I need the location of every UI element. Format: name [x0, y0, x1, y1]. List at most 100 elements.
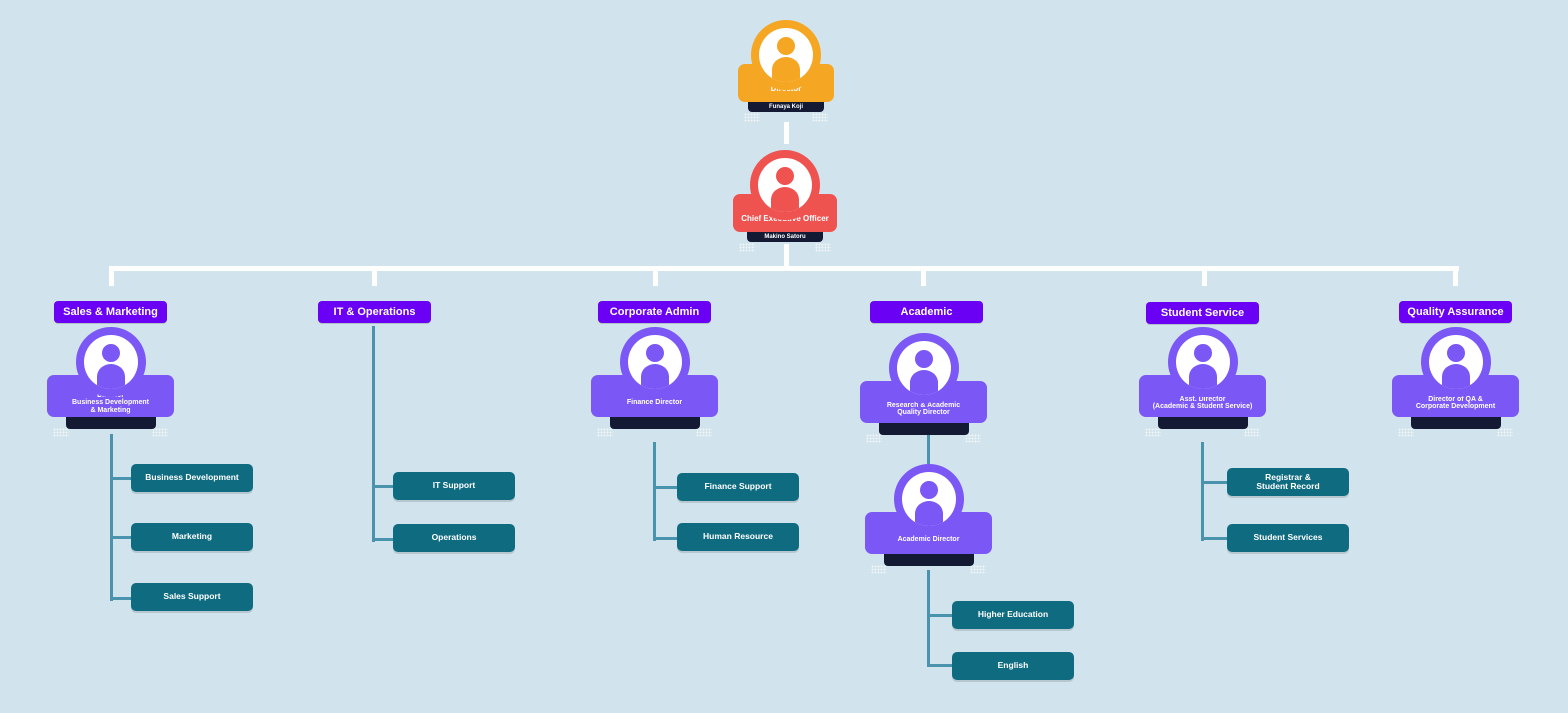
connector-corp-vertical [653, 442, 656, 541]
connector-student-branch-2 [1201, 537, 1227, 540]
avatar [758, 158, 812, 212]
avatar-frame [888, 333, 959, 403]
person-icon [1446, 344, 1465, 362]
avatar [83, 335, 138, 389]
connector-drop-corp [653, 266, 658, 286]
person-icon-body [909, 370, 938, 395]
avatar-frame [893, 464, 964, 534]
unit-higher-education: Higher Education [952, 601, 1074, 629]
dots-decoration [1497, 428, 1513, 437]
connector-drop-it [372, 266, 377, 286]
dots-decoration [1398, 428, 1414, 437]
person-icon [101, 344, 120, 362]
avatar-frame [75, 327, 146, 397]
connector-research-academic [927, 434, 930, 464]
person-icon-body [914, 501, 943, 526]
nameplate [609, 417, 700, 429]
person-icon [1193, 344, 1212, 362]
nameplate: Funaya Koji [748, 102, 824, 112]
nameplate [1157, 417, 1248, 429]
unit-it-support: IT Support [393, 472, 515, 500]
person-icon-body [772, 57, 800, 82]
nameplate [65, 417, 156, 429]
dots-decoration [965, 434, 981, 443]
connector-student-branch-1 [1201, 481, 1227, 484]
connector-drop-qa [1453, 266, 1458, 286]
person-icon-body [640, 364, 669, 389]
nameplate [883, 554, 974, 566]
manager-card-finance: Finance Director [591, 327, 718, 437]
person-icon-body [1441, 364, 1470, 389]
nameplate [1410, 417, 1501, 429]
person-icon [914, 350, 933, 368]
connector-corp-branch-1 [653, 486, 677, 489]
person-icon-body [96, 364, 125, 389]
manager-card-research: Research & Academic Quality Director [860, 333, 987, 443]
manager-card-qa: Director of QA & Corporate Development [1392, 327, 1519, 437]
dept-quality-assurance: Quality Assurance [1399, 301, 1512, 323]
dept-sales-marketing: Sales & Marketing [54, 301, 167, 323]
person-icon [776, 167, 794, 185]
avatar-frame [619, 327, 690, 397]
connector-sales-branch-2 [110, 536, 132, 539]
dots-decoration [744, 113, 760, 122]
connector-sales-branch-3 [110, 597, 132, 600]
unit-human-resource: Human Resource [677, 523, 799, 551]
dots-decoration [970, 565, 986, 574]
dept-corporate-admin: Corporate Admin [598, 301, 711, 323]
connector-it-branch-2 [372, 538, 394, 541]
dots-decoration [739, 243, 755, 252]
connector-sales-branch-1 [110, 477, 132, 480]
dots-decoration [53, 428, 69, 437]
dots-decoration [696, 428, 712, 437]
connector-academic-vertical [927, 570, 930, 667]
unit-student-services: Student Services [1227, 524, 1349, 552]
dots-decoration [1145, 428, 1161, 437]
avatar [759, 28, 813, 82]
avatar [896, 341, 951, 395]
dept-academic: Academic [870, 301, 983, 323]
dots-decoration [866, 434, 882, 443]
connector-student-vertical [1201, 442, 1204, 541]
person-icon [777, 37, 795, 55]
avatar [901, 472, 956, 526]
nameplate [878, 423, 969, 435]
director-card: DirectorFunaya Koji [738, 20, 834, 122]
connector-it-vertical [372, 326, 375, 542]
unit-finance-support: Finance Support [677, 473, 799, 501]
dept-it-operations: IT & Operations [318, 301, 431, 323]
unit-operations: Operations [393, 524, 515, 552]
dept-student-service: Student Service [1146, 302, 1259, 324]
unit-sales-support: Sales Support [131, 583, 253, 611]
avatar-frame [1167, 327, 1238, 397]
connector-ceo-down [784, 244, 789, 268]
nameplate: Makino Satoru [747, 232, 823, 242]
dots-decoration [812, 113, 828, 122]
person-icon-body [771, 187, 799, 212]
dots-decoration [597, 428, 613, 437]
connector-main-horizontal [109, 266, 1459, 271]
manager-card-sales: Director Business Development & Marketin… [47, 327, 174, 437]
manager-card-student: Asst. Director (Academic & Student Servi… [1139, 327, 1266, 437]
dots-decoration [152, 428, 168, 437]
connector-academic-branch-1 [927, 614, 952, 617]
unit-business-development: Business Development [131, 464, 253, 492]
connector-director-ceo [784, 122, 789, 144]
connector-drop-student [1202, 266, 1207, 286]
avatar-frame [1420, 327, 1491, 397]
person-icon-body [1188, 364, 1217, 389]
manager-card-academic: Academic Director [865, 464, 992, 574]
connector-drop-academic [921, 266, 926, 286]
connector-corp-branch-2 [653, 537, 677, 540]
avatar [1175, 335, 1230, 389]
connector-it-branch-1 [372, 485, 394, 488]
avatar-frame [751, 20, 821, 90]
connector-sales-vertical [110, 434, 113, 601]
connector-academic-branch-2 [927, 664, 952, 667]
dots-decoration [1244, 428, 1260, 437]
unit-marketing: Marketing [131, 523, 253, 551]
person-icon [919, 481, 938, 499]
avatar [1428, 335, 1483, 389]
